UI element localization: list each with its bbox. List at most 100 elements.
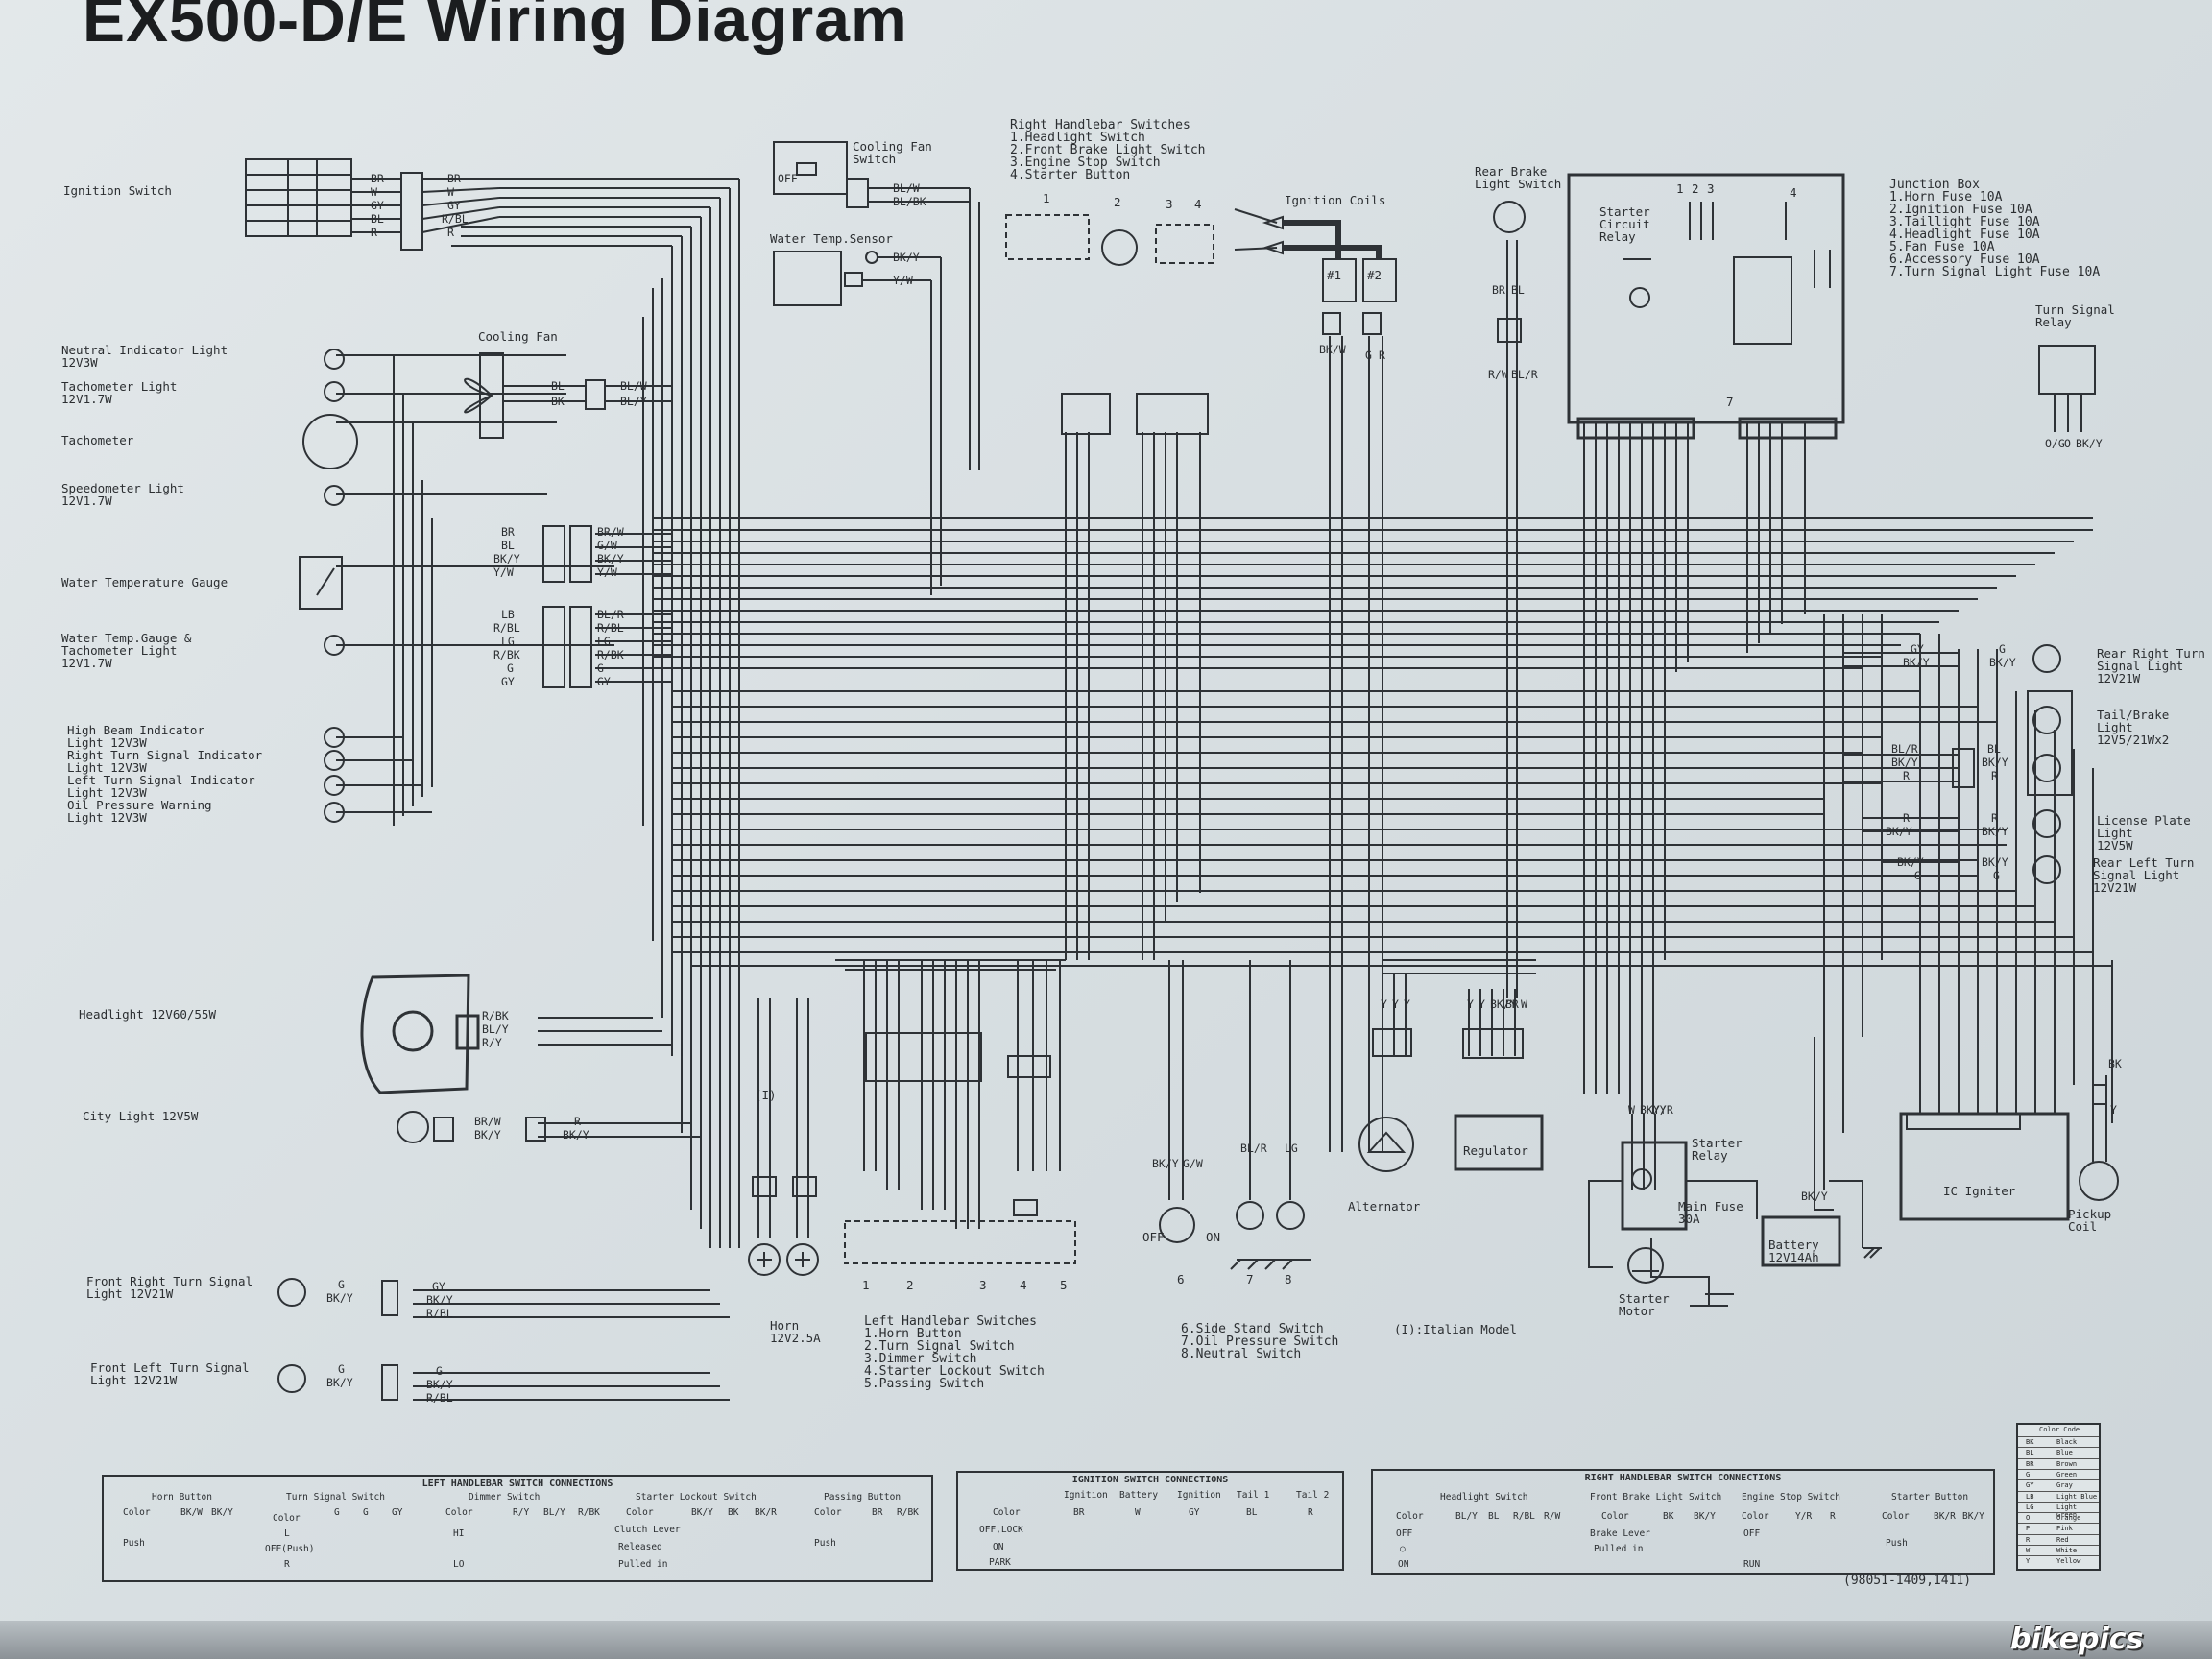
callout-rh-1: 1 <box>1043 191 1050 205</box>
starter-motor-symbol <box>1628 1248 1728 1306</box>
color-code-abbr: GY <box>2026 1481 2034 1490</box>
label-tachometer: Tachometer <box>61 433 134 447</box>
wires-fr-turn-left-1: G <box>338 1278 345 1291</box>
wires-fr-turn-right-1: GY <box>432 1280 445 1293</box>
wires-pickup-2: Y <box>2110 1103 2117 1117</box>
callout-jb-3: 3 <box>1707 181 1715 196</box>
wires-oil-1: BL/R <box>1240 1142 1267 1155</box>
wires-rr-turn-1: GY <box>1911 642 1924 656</box>
label-junction-box-list: Junction Box 1.Horn Fuse 10A 2.Ignition … <box>1889 178 2101 279</box>
color-code-name: Gray <box>2056 1481 2073 1490</box>
table-left-lockout-row-1: Released <box>618 1542 662 1552</box>
callout-jb-7: 7 <box>1726 395 1734 409</box>
table-right-head-col-4: R/W <box>1544 1511 1561 1522</box>
wires-license-1: R <box>1903 811 1910 825</box>
wires-side-stand-1: BK/Y <box>1152 1157 1179 1170</box>
wires-meter1-left-4: Y/W <box>493 565 514 579</box>
label-tachometer-light: Tachometer Light 12V1.7W <box>61 379 178 406</box>
table-ignition-row-2: PARK <box>989 1557 1011 1568</box>
table-ignition-color-3: GY <box>1189 1507 1200 1518</box>
junction-box-symbol <box>1569 175 1843 438</box>
label-tail-brake-light: Tail/Brake Light 12V5/21Wx2 <box>2097 708 2170 747</box>
table-right-head-row-0: OFF <box>1396 1528 1413 1539</box>
wires-meter1-right-2: G/W <box>597 539 617 552</box>
table-left-lockout-col-1: BK/Y <box>691 1507 713 1518</box>
wire-bundle <box>336 179 2112 1400</box>
wires-meter2-left-6: GY <box>501 675 515 688</box>
color-code-abbr: Y <box>2026 1557 2031 1566</box>
table-ignition-col-1: Battery <box>1119 1490 1159 1501</box>
headlight-symbol <box>362 975 478 1093</box>
wires-meter2-left-2: R/BL <box>493 621 520 635</box>
regulator-symbol <box>1455 1029 1542 1169</box>
color-code-abbr: W <box>2026 1547 2031 1554</box>
table-right-starter-row-0: Push <box>1886 1538 1908 1549</box>
label-water-temp-tach-light: Water Temp.Gauge & Tachometer Light 12V1… <box>61 631 192 670</box>
wires-fr-turn-right-3: R/BL <box>426 1307 453 1320</box>
table-right-group-starter: Starter Button <box>1891 1492 1969 1503</box>
wires-fan-right-1: BL/W <box>620 379 647 393</box>
table-left-handlebar: LEFT HANDLEBAR SWITCH CONNECTIONS Horn B… <box>102 1475 933 1582</box>
label-water-temp-gauge: Water Temperature Gauge <box>61 575 228 589</box>
wires-turn-relay-2: O <box>2064 437 2071 450</box>
wires-temp-sensor-2: Y/W <box>893 274 913 287</box>
turn-signal-relay-symbol <box>2039 346 2095 432</box>
starter-relay-symbol <box>1623 1142 1686 1229</box>
label-rear-brake-switch: Rear Brake Light Switch <box>1475 164 1562 191</box>
wires-tail-1: BL/R <box>1891 742 1918 756</box>
table-left-dimmer-col-1: R/Y <box>513 1507 530 1518</box>
wires-meter2-right-2: R/BL <box>597 621 624 635</box>
wires-fl-turn-right-2: BK/Y <box>426 1378 453 1391</box>
wires-alternator-3: Y <box>1404 998 1410 1011</box>
bikepics-watermark: bikepics <box>2010 1623 2144 1656</box>
table-right-handlebar: RIGHT HANDLEBAR SWITCH CONNECTIONS Headl… <box>1371 1469 1995 1575</box>
color-code-title: Color Code <box>2039 1426 2080 1433</box>
label-front-left-turn: Front Left Turn Signal Light 12V21W <box>90 1360 250 1387</box>
label-license-plate: License Plate Light 12V5W <box>2097 813 2191 853</box>
callout-lh-2: 2 <box>906 1278 914 1292</box>
left-handlebar-switch-block <box>845 1221 1075 1263</box>
label-italian-model: (I):Italian Model <box>1394 1322 1517 1336</box>
label-horn: Horn 12V2.5A <box>770 1318 821 1345</box>
table-right-stop-col-0: Color <box>1742 1511 1769 1522</box>
color-code-name: Pink <box>2056 1525 2073 1533</box>
table-left-dimmer-col-2: BL/Y <box>543 1507 565 1518</box>
wires-ignition-left: BR <box>371 172 384 185</box>
table-right-starter-col-2: BK/Y <box>1962 1511 1984 1522</box>
color-code-abbr: P <box>2026 1525 2031 1533</box>
wires-meter1-left-2: BL <box>501 539 515 552</box>
table-left-group-lockout: Starter Lockout Switch <box>636 1492 757 1503</box>
label-side-stand-off: OFF <box>1142 1230 1165 1244</box>
wires-regulator-3: BK/Y <box>1490 998 1517 1011</box>
wires-fl-turn-right-3: R/BL <box>426 1391 453 1405</box>
front-turn-lamps <box>278 1279 397 1400</box>
wires-fl-turn-left-1: G <box>338 1362 345 1376</box>
table-right-brake-row-0: Brake Lever <box>1590 1528 1650 1539</box>
wires-ignition-left-3: GY <box>371 199 384 212</box>
wires-alternator-1: Y <box>1381 998 1387 1011</box>
table-left-group-horn: Horn Button <box>152 1492 212 1503</box>
wires-meter2-right-3: LG <box>597 635 611 648</box>
color-code-abbr: O <box>2026 1514 2031 1523</box>
wires-city-left-1: BR/W <box>474 1115 501 1128</box>
ground-symbols <box>1705 1248 1882 1294</box>
table-right-title: RIGHT HANDLEBAR SWITCH CONNECTIONS <box>1584 1473 1782 1483</box>
wires-main-fuse: BK/Y <box>1801 1190 1828 1203</box>
label-left-handlebar-list: Left Handlebar Switches 1.Horn Button 2.… <box>864 1314 1045 1391</box>
wires-turn-relay-3: BK/Y <box>2076 437 2103 450</box>
table-right-stop-row-1: RUN <box>1743 1559 1761 1570</box>
callout-lh-5: 5 <box>1060 1278 1068 1292</box>
wires-meter1-left-3: BK/Y <box>493 552 520 565</box>
wires-meter2-right-4: R/BK <box>597 648 624 661</box>
label-alternator: Alternator <box>1348 1199 1421 1214</box>
wires-meter1-right-1: BR/W <box>597 525 624 539</box>
color-code-abbr: BK <box>2026 1438 2034 1446</box>
table-right-head-col-3: R/BL <box>1513 1511 1535 1522</box>
table-ignition-color-2: W <box>1135 1507 1141 1518</box>
pickup-coil-symbol <box>2080 1085 2118 1200</box>
wires-tail-2: BK/Y <box>1891 756 1918 769</box>
label-right-handlebar-list: Right Handlebar Switches 1.Headlight Swi… <box>1010 118 1206 182</box>
